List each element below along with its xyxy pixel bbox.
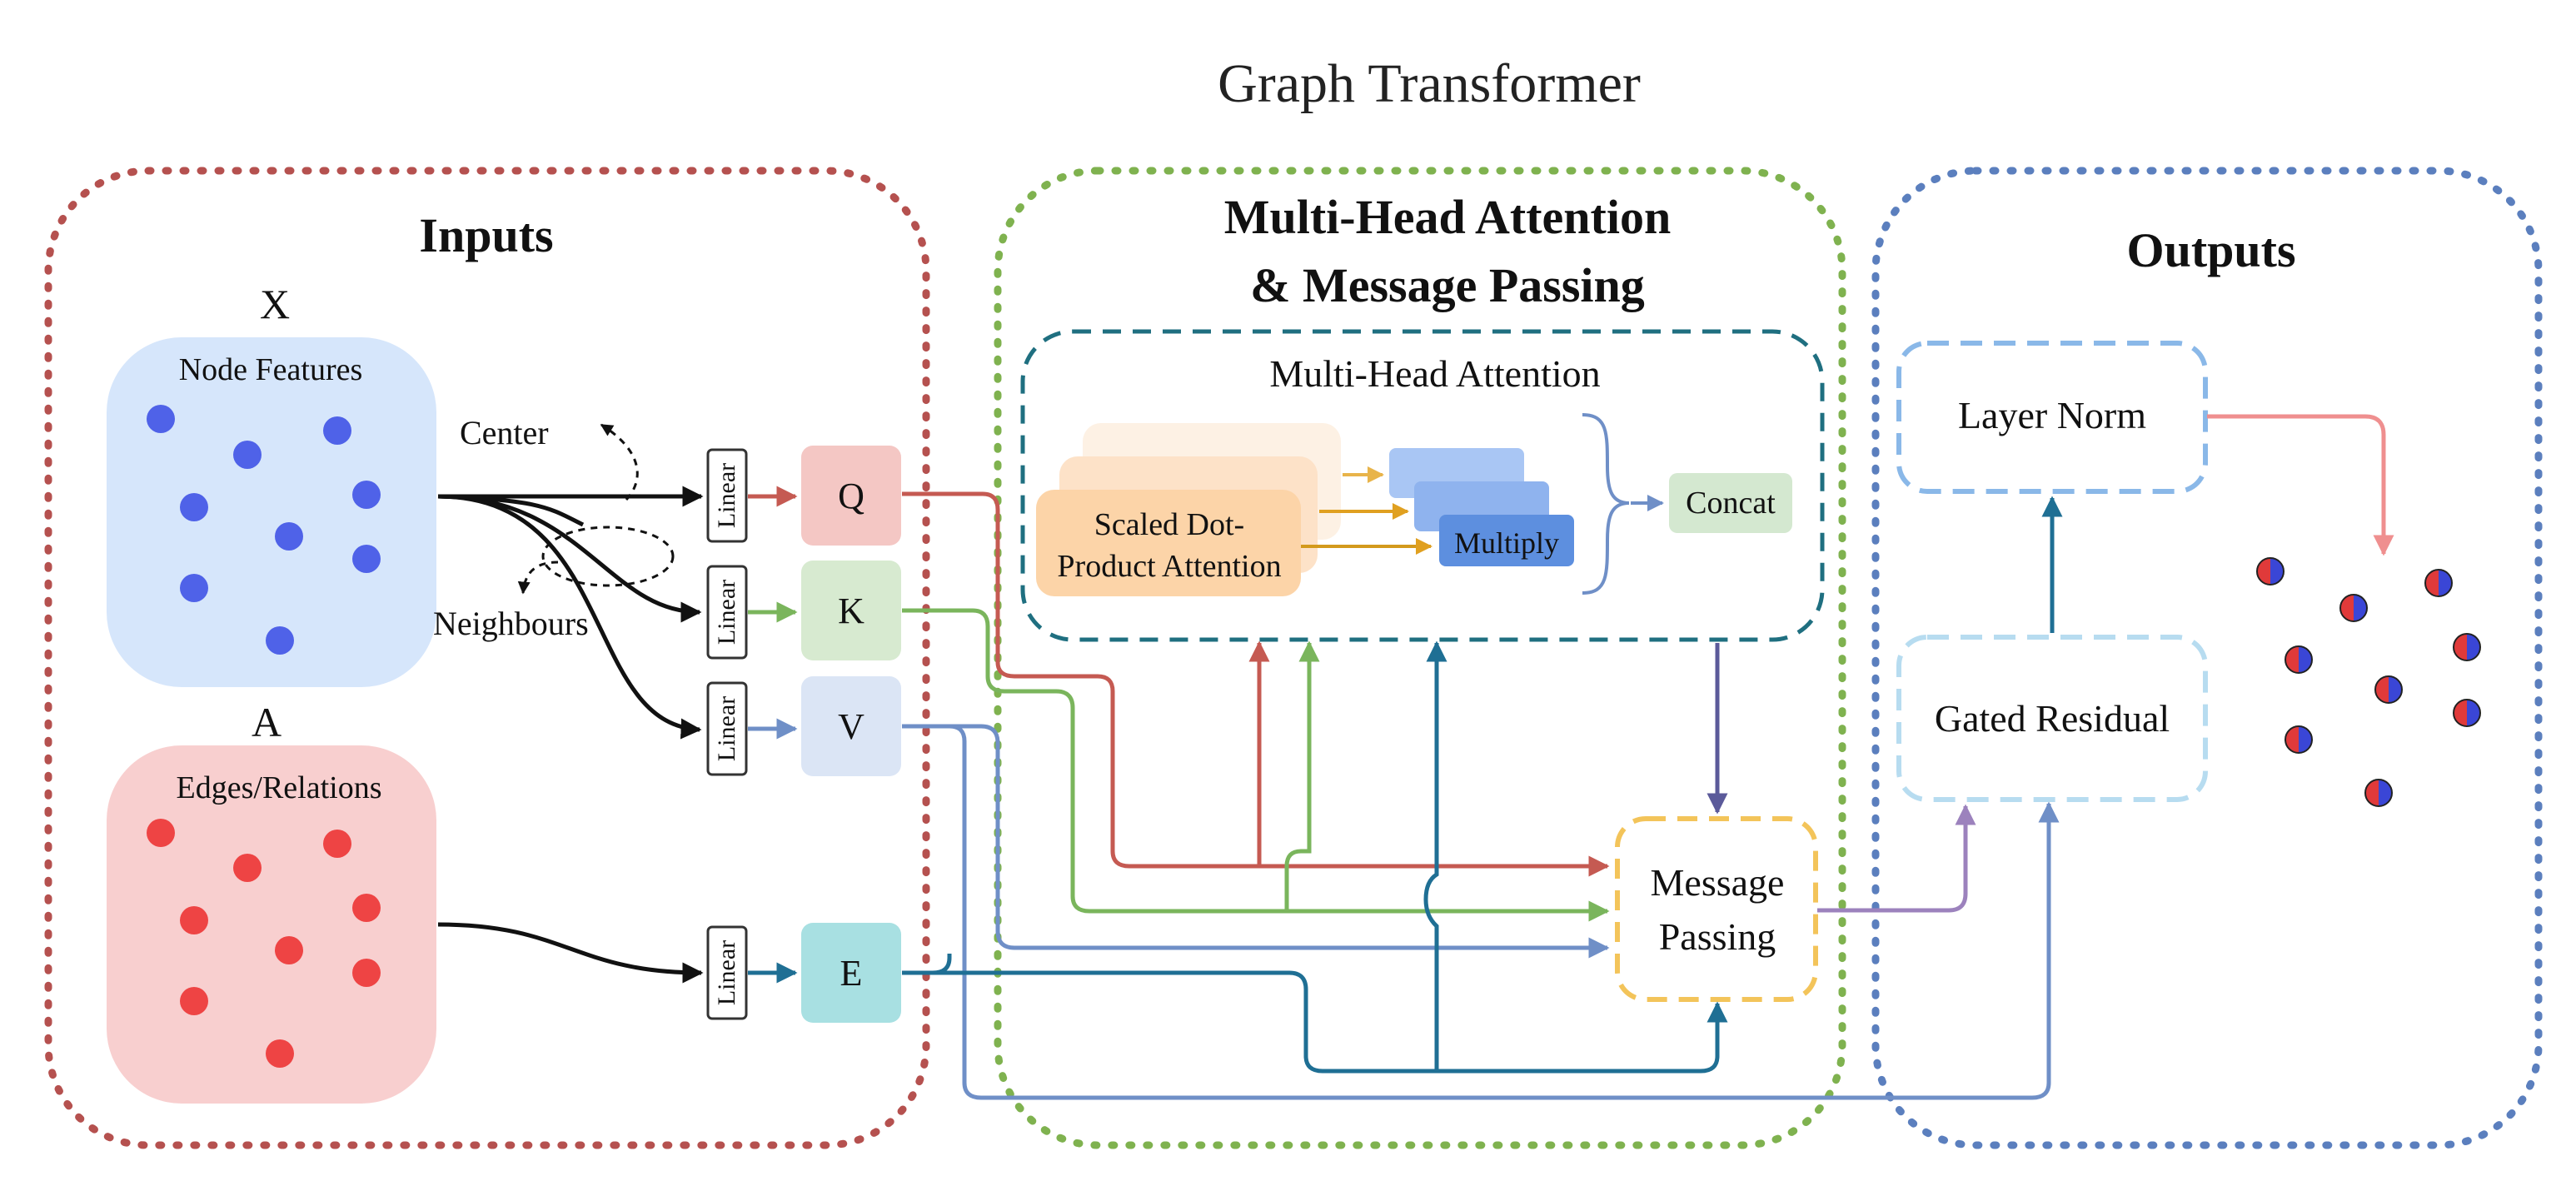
- q-route: [902, 491, 1610, 877]
- center-dashed-arrow: [600, 423, 639, 501]
- gated-residual-label: Gated Residual: [1935, 697, 2170, 740]
- layer-norm-label: Layer Norm: [1958, 394, 2146, 436]
- output-node: [2453, 699, 2481, 727]
- linear-v-label: Linear: [713, 696, 740, 761]
- message-passing-line1: Message: [1651, 861, 1785, 904]
- a-symbol: A: [252, 699, 282, 745]
- k-label: K: [838, 590, 864, 631]
- neighbours-dashed-arrow: [517, 561, 559, 595]
- neighbour-dashed-loop: [541, 526, 675, 587]
- v-label: V: [838, 706, 864, 747]
- e-box: [801, 923, 901, 1023]
- concat-label: Concat: [1686, 486, 1776, 521]
- output-node: [2285, 645, 2313, 674]
- multiply-card-front: [1439, 515, 1574, 566]
- x-to-linear-k-arrow: [437, 494, 702, 623]
- mha-heading-line1: Multi-Head Attention: [1224, 190, 1671, 244]
- edges-label: Edges/Relations: [177, 770, 382, 805]
- linear-q-box: Linear: [706, 448, 748, 543]
- concat-box: [1669, 473, 1792, 533]
- k-to-attention-arrow: [1284, 640, 1320, 867]
- linear-v-box: Linear: [706, 681, 748, 776]
- output-node: [2424, 569, 2453, 597]
- message-passing-box: [1615, 816, 1818, 1002]
- output-node: [2285, 725, 2313, 754]
- q-label: Q: [838, 476, 864, 516]
- x-symbol: X: [260, 281, 290, 327]
- inputs-heading: Inputs: [419, 208, 553, 262]
- linear-e-box: Linear: [706, 925, 748, 1020]
- message-passing-line2: Passing: [1659, 915, 1776, 958]
- output-nodes: [2256, 557, 2481, 807]
- node-features-label: Node Features: [179, 352, 363, 387]
- layer-norm-to-output-arrow: [2207, 414, 2394, 556]
- linear-e-label: Linear: [713, 940, 740, 1005]
- outputs-panel: [1871, 167, 2543, 1149]
- x-to-linear-v-arrow: [437, 494, 702, 740]
- neighbours-label: Neighbours: [433, 605, 589, 642]
- sdpa-label-line2: Product Attention: [1057, 549, 1281, 584]
- linear-q-label: Linear: [713, 463, 740, 528]
- k-box: [801, 561, 901, 660]
- edge-dots: [147, 819, 381, 1068]
- output-node: [2339, 594, 2368, 622]
- concat-brace: [1582, 413, 1630, 595]
- e-to-attention-arrow: [1423, 640, 1447, 1071]
- sdpa-label-line1: Scaled Dot-: [1094, 507, 1244, 542]
- a-to-linear-e-arrow: [437, 922, 704, 984]
- linear-k-label: Linear: [713, 580, 740, 645]
- q-box: [801, 446, 901, 546]
- gated-residual-box: [1896, 635, 2208, 802]
- v-to-gated-residual-route: [933, 724, 2060, 1100]
- k-route: [902, 608, 1610, 922]
- output-node: [2256, 557, 2285, 586]
- outputs-heading: Outputs: [2126, 223, 2295, 277]
- linear-k-box: Linear: [706, 565, 748, 660]
- output-node: [2364, 779, 2393, 807]
- v-box: [801, 676, 901, 776]
- sdpa-card-front: [1036, 490, 1301, 596]
- v-route: [902, 724, 1610, 959]
- mha-inner-title: Multi-Head Attention: [1269, 352, 1600, 395]
- multiply-label: Multiply: [1454, 526, 1559, 560]
- center-label: Center: [460, 414, 549, 451]
- e-short-branch: [932, 954, 952, 975]
- message-to-gated-arrow: [1817, 804, 1976, 913]
- x-center-branch: [437, 494, 585, 527]
- e-route: [902, 970, 1728, 1074]
- mha-heading-line2: & Message Passing: [1250, 258, 1645, 312]
- e-label: E: [840, 953, 863, 994]
- inputs-panel: [44, 167, 930, 1149]
- node-feature-dots: [147, 405, 381, 655]
- output-node: [2374, 675, 2403, 704]
- mha-inner-box: [1020, 329, 1825, 642]
- layer-norm-box: [1896, 341, 2208, 494]
- output-node: [2453, 633, 2481, 661]
- diagram-title: Graph Transformer: [1218, 53, 1641, 114]
